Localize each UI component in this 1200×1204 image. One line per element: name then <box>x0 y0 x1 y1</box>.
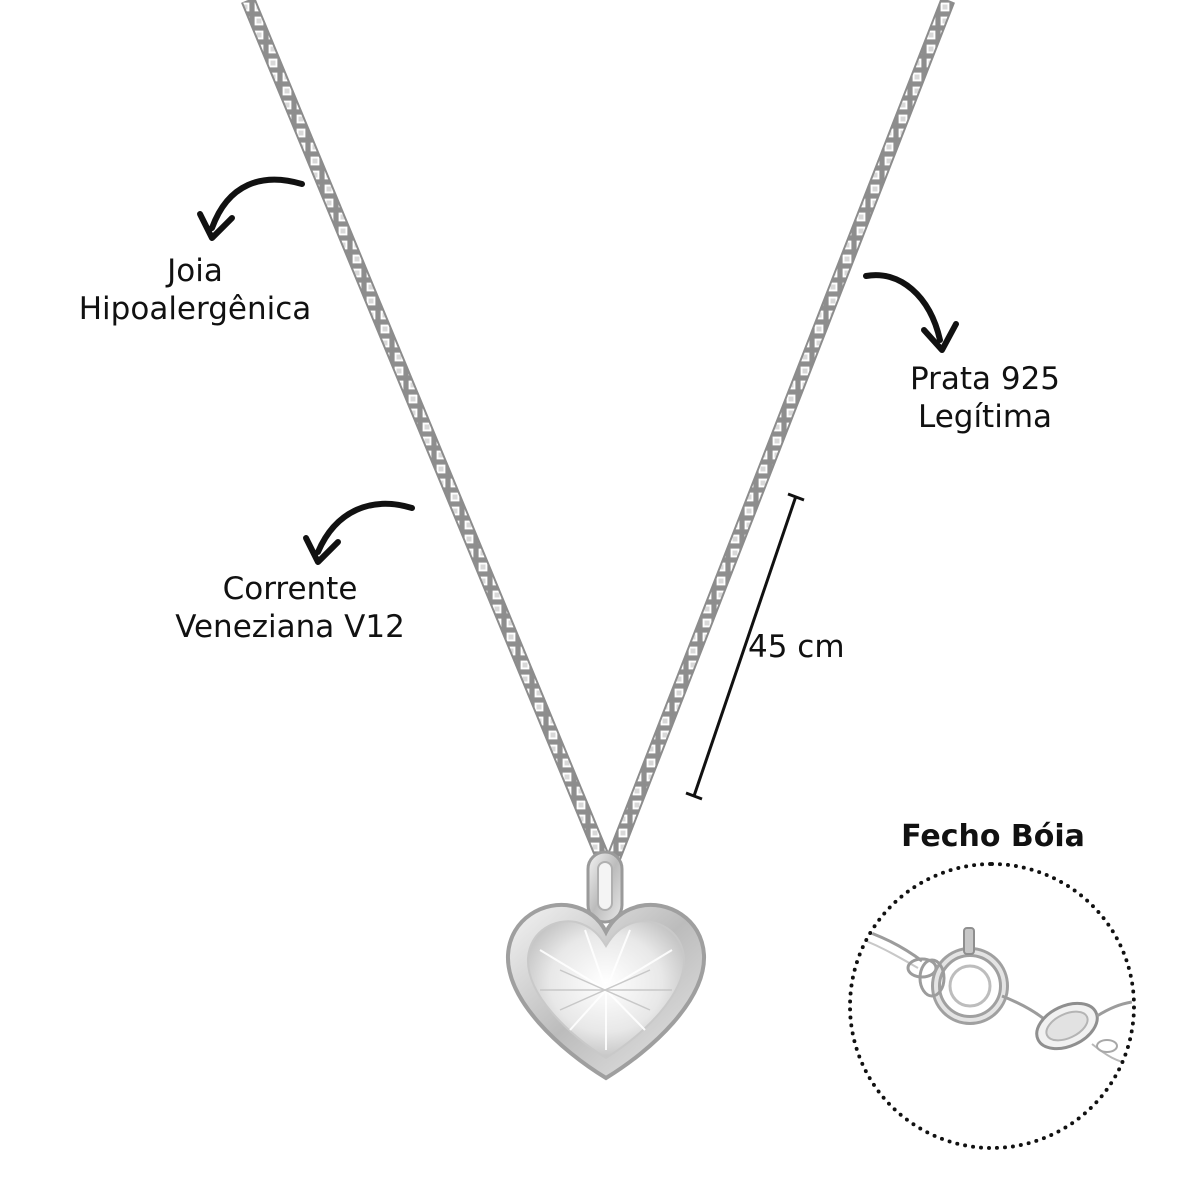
curved-arrow-icon <box>197 176 305 241</box>
label-length: 45 cm <box>748 629 845 665</box>
pendant-bail <box>586 850 624 924</box>
label-silver-line1: Prata 925 <box>909 361 1061 397</box>
label-clasp-title: Fecho Bóia <box>901 819 1085 854</box>
spring-ring-clasp-icon <box>852 924 1132 1065</box>
label-chain-type-line2: Veneziana V12 <box>175 609 405 645</box>
label-hypoallergenic-line2: Hipoalergênica <box>78 291 312 327</box>
clasp-detail-circle <box>848 862 1136 1150</box>
label-chain-type-line1: Corrente <box>222 571 358 607</box>
dimension-bracket-icon <box>685 492 805 801</box>
label-hypoallergenic: Joia Hipoalergênica <box>40 252 350 328</box>
curved-arrow-icon <box>863 272 959 353</box>
curved-arrow-icon <box>303 500 415 565</box>
heart-pendant-icon <box>505 902 707 1081</box>
label-silver: Prata 925 Legítima <box>880 360 1090 436</box>
label-hypoallergenic-line1: Joia <box>167 253 223 289</box>
label-silver-line2: Legítima <box>917 399 1053 435</box>
label-chain-type: Corrente Veneziana V12 <box>150 570 430 646</box>
